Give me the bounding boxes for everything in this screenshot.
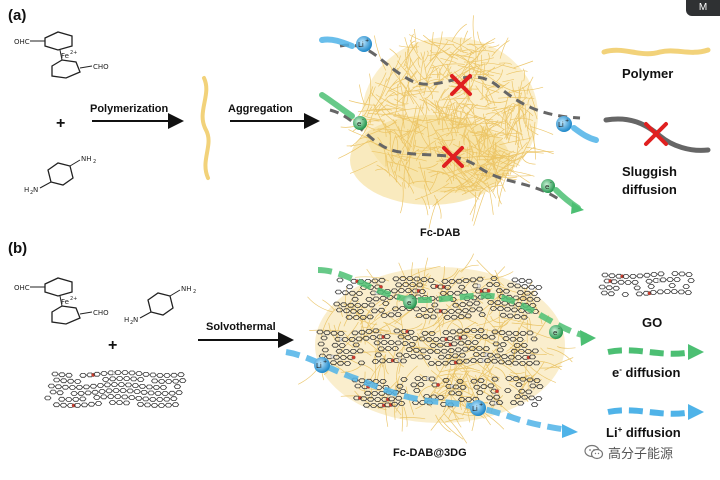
legend-e-diffusion-arrowhead [688,344,704,360]
electron-label-a: e [357,120,361,128]
solvothermal-label: Solvothermal [206,321,276,333]
ferrocene-dialdehyde-molecule-b: OHC CHO Fe 2+ [14,277,109,325]
e-transport-path-a [329,108,561,202]
li-incoming-arrow-a [319,36,355,49]
electron-sup-b1: - [412,296,414,302]
li-ion-outgoing-sup: + [565,118,569,124]
legend-e-diffusion-label: e- diffusion [612,365,680,380]
diaminobenzene-molecule-a: NH 2 H 2 N [24,155,96,196]
li-ion-label-b2: Li [472,405,478,413]
legend-sluggish-label-2: diffusion [622,182,677,197]
svg-text:2: 2 [93,159,96,165]
corner-menu-tab[interactable]: M [686,0,720,16]
legend-cross-icon [644,122,668,146]
legend-polymer-label: Polymer [622,66,673,81]
li-ion-sup-a: + [365,38,369,44]
electron-icon-a [353,116,367,130]
plus-sign-b: + [108,337,117,354]
electron-outgoing-label: e [545,183,549,191]
li-ion-icon-a [356,36,372,52]
fe-charge-label: 2+ [70,50,77,56]
electron-outgoing-sup: - [550,180,552,186]
e-diffusion-arrowhead-b [580,330,596,346]
wechat-logo-icon [584,444,604,460]
legend-li-diffusion-icon [607,407,693,417]
fe-label-b: Fe [61,298,69,306]
ferrocene-dialdehyde-molecule-a: OHC CHO Fe 2+ [14,31,109,79]
legend-go-icon [598,271,695,297]
nh2-label: NH [81,155,92,163]
cho-group-label: OHC [14,38,30,46]
fc-dab-aggregate [338,15,554,229]
electron-label-b2: e [553,329,557,337]
diaminobenzene-molecule-b: NH 2 H 2 N [124,285,196,326]
polymerization-label: Polymerization [90,103,169,115]
watermark-text: 高分子能源 [608,446,674,462]
electron-icon-b2 [549,325,563,339]
legend-sluggish-label-1: Sluggish [622,164,677,179]
panel-a-label: (a) [8,7,26,24]
electron-sup-a: - [362,117,364,123]
legend-polymer-icon [601,47,711,57]
svg-text:N: N [33,186,38,194]
li-ion-sup-b1: + [323,359,327,365]
electron-label-b1: e [407,299,411,307]
fc-dab-3dg-composite [298,253,576,444]
legend-e-diffusion-icon [607,347,693,357]
cho-group-label-b2: CHO [93,309,109,317]
electron-icon-b1 [403,295,417,309]
legend-li-diffusion-arrowhead [688,404,704,420]
li-diffusion-path-b [285,349,569,433]
polymer-strand-icon [200,76,211,180]
blocked-cross-icon-1 [450,74,472,96]
nh2-label-b: NH [181,285,192,293]
panel-b-label: (b) [8,240,27,257]
svg-text:2: 2 [30,190,33,196]
li-ion-icon-b1 [314,357,330,373]
li-ion-label-b1: Li [316,362,322,370]
e-diffusion-path-b [317,267,587,339]
li-ion-outgoing-icon [556,116,572,132]
watermark: 高分子能源 [584,441,718,463]
svg-text:N: N [133,316,138,324]
legend-li-diffusion-label: Li+ diffusion [606,425,681,440]
fc-dab-3dg-product-label: Fc-DAB@3DG [393,447,467,459]
fc-dab-product-label: Fc-DAB [420,227,460,239]
fe-charge-label-b: 2+ [70,296,77,302]
svg-text:2: 2 [193,289,196,295]
plus-sign-a: + [56,115,65,132]
svg-text:2: 2 [130,320,133,326]
electron-sup-b2: - [558,326,560,332]
fe-label: Fe [61,52,69,60]
li-ion-sup-b2: + [479,402,483,408]
li-ion-outgoing-label: Li [558,121,564,129]
aggregation-label: Aggregation [228,103,293,115]
h2n-label-b: H [124,316,129,324]
e-incoming-arrow-a [319,92,355,119]
h2n-label: H [24,186,29,194]
legend-go-label: GO [642,315,662,330]
electron-outgoing-icon [541,179,555,193]
li-ion-label-a: Li [358,41,364,49]
cho-group-label-2: CHO [93,63,109,71]
li-diffusion-arrowhead-b [562,424,578,438]
go-sheet-molecule [44,370,187,408]
cho-group-label-b: OHC [14,284,30,292]
e-outgoing-arrowhead [571,202,584,214]
blocked-cross-icon-2 [442,146,464,168]
li-outgoing-arrow-a [571,125,599,143]
li-ion-icon-b2 [470,400,486,416]
